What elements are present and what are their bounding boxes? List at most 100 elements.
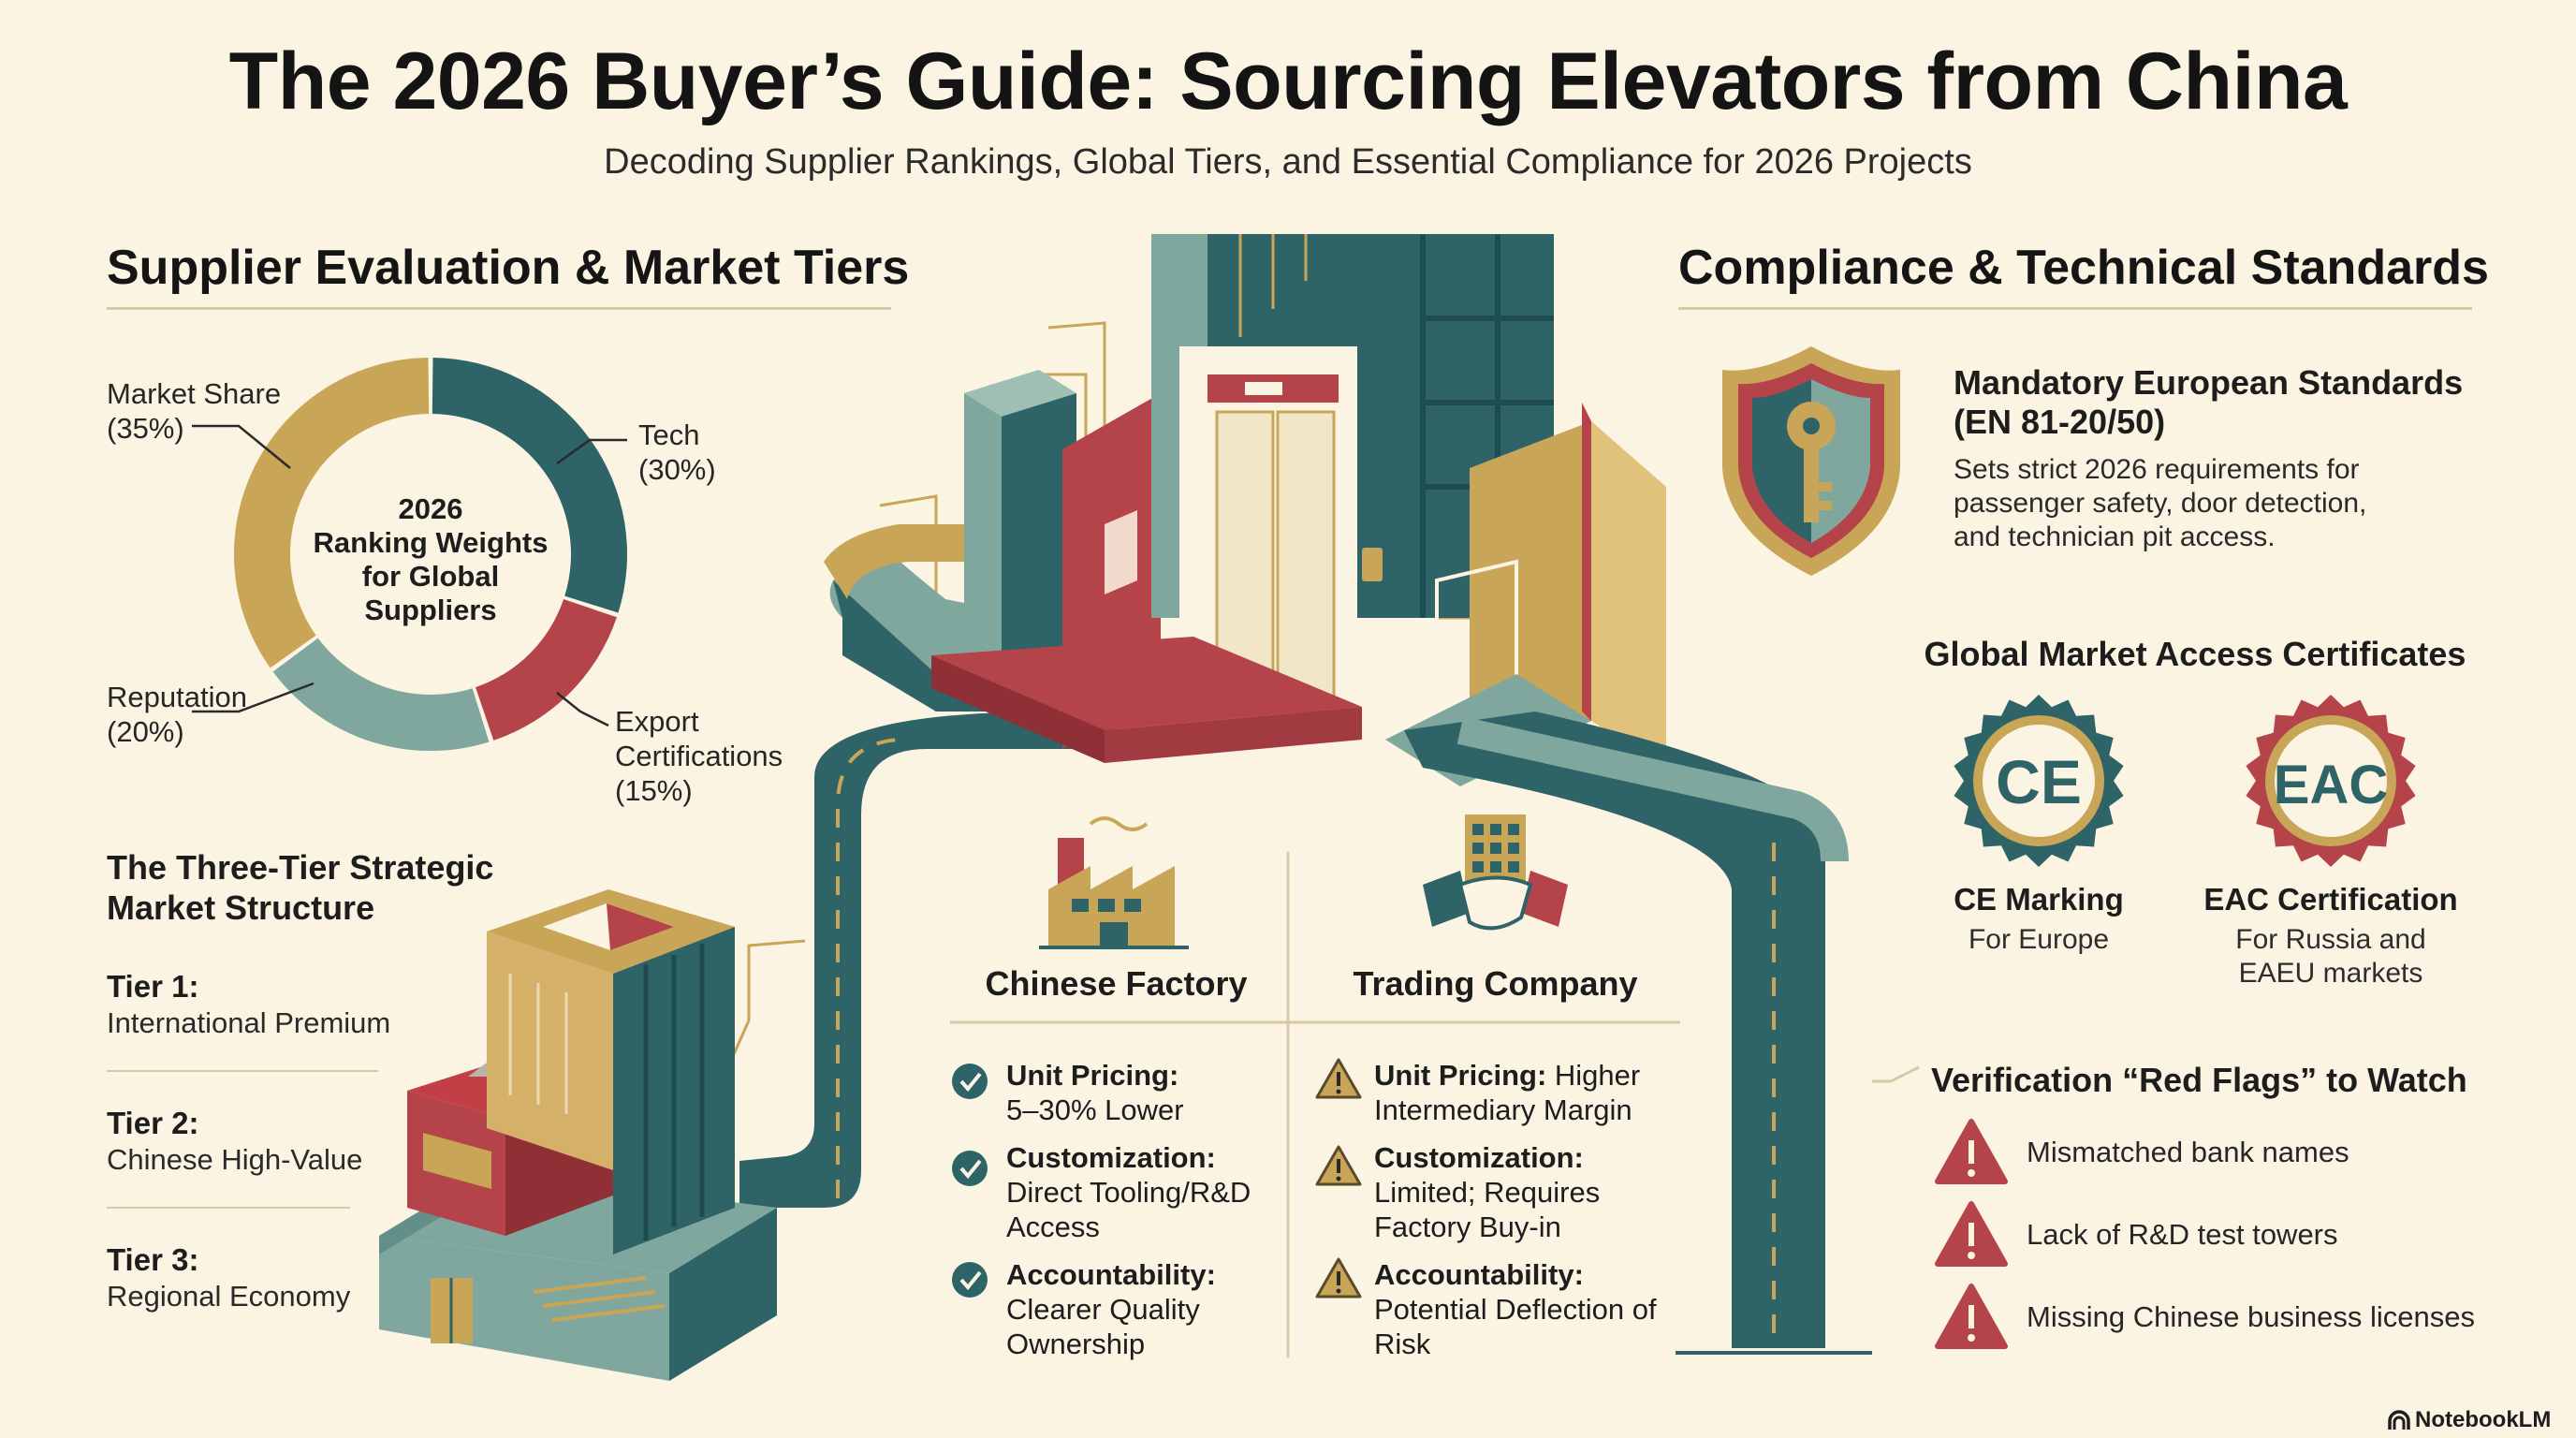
donut-segment (476, 599, 617, 741)
row-label: Customization: (1374, 1141, 1584, 1174)
tier-divider (107, 1070, 378, 1072)
certificates-heading: Global Market Access Certificates (1924, 635, 2466, 673)
factory-row-accountability: Accountability: Clearer Quality Ownershi… (1006, 1257, 1216, 1361)
row-line: Access (1006, 1211, 1100, 1243)
tech-leader (556, 438, 627, 465)
left-heading-rule (107, 307, 891, 310)
tier-title: Tier 3: (107, 1242, 199, 1277)
row-line: Factory Buy-in (1374, 1211, 1561, 1243)
tier-divider (107, 1207, 350, 1209)
red-flag-item: Missing Chinese business licenses (2027, 1300, 2476, 1333)
row-line: 5–30% Lower (1006, 1093, 1184, 1126)
handshake-icon (1423, 814, 1568, 931)
cert-sub-line: For Europe (1968, 924, 2110, 955)
standards-desc-line: Sets strict 2026 requirements for (1954, 454, 2360, 485)
label-line: Reputation (107, 681, 247, 713)
label-line: (15%) (615, 774, 693, 807)
row-line: Risk (1374, 1328, 1431, 1360)
standards-title: Mandatory European Standards (EN 81-20/5… (1954, 363, 2463, 442)
standards-desc-line: passenger safety, door detection, (1954, 488, 2367, 519)
tier-2: Tier 2: Chinese High-Value (107, 1105, 362, 1178)
row-label: Accountability: (1374, 1258, 1584, 1291)
red-flag-item: Mismatched bank names (2027, 1136, 2349, 1168)
red-flag-warning-icons (1935, 1119, 2008, 1349)
donut-label-market-share: Market Share (35%) (107, 376, 281, 446)
label-line: (20%) (107, 715, 184, 748)
trading-company-title: Trading Company (1353, 964, 1638, 1003)
factory-row-pricing: Unit Pricing: 5–30% Lower (1006, 1058, 1184, 1127)
reputation-leader (192, 682, 315, 713)
row-line: Potential Deflection of (1374, 1293, 1657, 1326)
red-flags-heading: Verification “Red Flags” to Watch (1931, 1061, 2467, 1099)
standards-title-line: Mandatory European Standards (1954, 363, 2464, 402)
row-label: Unit Pricing: (1374, 1059, 1547, 1092)
donut-segment (234, 358, 430, 668)
notebooklm-brand: NotebookLM (2415, 1407, 2552, 1432)
trading-row-customization: Customization: Limited; Requires Factory… (1374, 1140, 1600, 1244)
cert-sub-line: For Russia and (2235, 924, 2426, 955)
export-leader (556, 692, 609, 727)
donut-segment (272, 638, 490, 752)
seal-mark: CE (1996, 747, 2082, 816)
supplier-evaluation-heading: Supplier Evaluation & Market Tiers (107, 241, 910, 295)
cert-sub-line: EAEU markets (2238, 958, 2423, 989)
eac-certification-sub: For Russia and EAEU markets (2176, 923, 2485, 990)
donut-label-reputation: Reputation (20%) (107, 680, 247, 749)
tier-3: Tier 3: Regional Economy (107, 1241, 350, 1314)
tiers-heading: The Three-Tier Strategic Market Structur… (107, 847, 493, 928)
eac-seal-icon: EAC (2246, 695, 2416, 867)
check-icons (952, 1064, 988, 1298)
standards-description: Sets strict 2026 requirements for passen… (1954, 453, 2366, 554)
label-line: Tech (638, 418, 700, 451)
ce-seal-icon: CE (1954, 695, 2124, 867)
factory-row-customization: Customization: Direct Tooling/R&D Access (1006, 1140, 1251, 1244)
warning-icons (1315, 1058, 1362, 1299)
standards-title-line: (EN 81-20/50) (1954, 403, 2166, 441)
page-title: The 2026 Buyer’s Guide: Sourcing Elevato… (228, 37, 2348, 126)
row-line: Direct Tooling/R&D (1006, 1176, 1251, 1209)
factory-icon (1039, 816, 1189, 949)
market-share-leader (192, 424, 291, 469)
compliance-heading: Compliance & Technical Standards (1678, 241, 2489, 295)
label-line: (30%) (638, 453, 716, 486)
ce-marking-sub: For Europe (1889, 923, 2188, 957)
seal-ring (1983, 725, 2095, 837)
right-heading-rule (1678, 307, 2472, 310)
label-line: Export (615, 705, 699, 738)
label-line: Market Share (107, 377, 282, 410)
tier-1: Tier 1: International Premium (107, 968, 390, 1041)
donut-label-export: Export Certifications (15%) (615, 704, 783, 808)
donut-segment (432, 358, 628, 613)
ce-marking-title: CE Marking (1954, 882, 2124, 917)
trading-row-pricing: Unit Pricing: Higher Intermediary Margin (1374, 1058, 1640, 1127)
tiers-heading-line: The Three-Tier Strategic (107, 848, 494, 887)
row-label: Accountability: (1006, 1258, 1216, 1291)
tier-desc: Chinese High-Value (107, 1143, 363, 1176)
tier-desc: International Premium (107, 1006, 391, 1039)
shield-key-icon (1722, 346, 1900, 576)
trading-row-accountability: Accountability: Potential Deflection of … (1374, 1257, 1657, 1361)
row-line: Intermediary Margin (1374, 1093, 1632, 1126)
tiers-heading-line: Market Structure (107, 888, 375, 927)
seal-mark: EAC (2274, 755, 2388, 815)
donut-center-line: Suppliers (364, 594, 497, 626)
label-line: Certifications (615, 740, 783, 772)
donut-center-line: 2026 (398, 492, 463, 525)
row-line: Limited; Requires (1374, 1176, 1601, 1209)
donut-center-line: Ranking Weights (313, 526, 549, 559)
seal-ring (2275, 725, 2387, 837)
notebooklm-logo-icon (2388, 1410, 2410, 1430)
page-subtitle: Decoding Supplier Rankings, Global Tiers… (604, 142, 1972, 182)
row-line: Ownership (1006, 1328, 1146, 1360)
row-line: Clearer Quality (1006, 1293, 1200, 1326)
tier-desc: Regional Economy (107, 1280, 351, 1313)
red-flag-item: Lack of R&D test towers (2027, 1218, 2338, 1251)
donut-center-line: for Global (361, 560, 500, 593)
row-label: Unit Pricing: (1006, 1059, 1179, 1092)
standards-desc-line: and technician pit access. (1954, 521, 2276, 552)
donut-label-tech: Tech (30%) (638, 418, 716, 487)
